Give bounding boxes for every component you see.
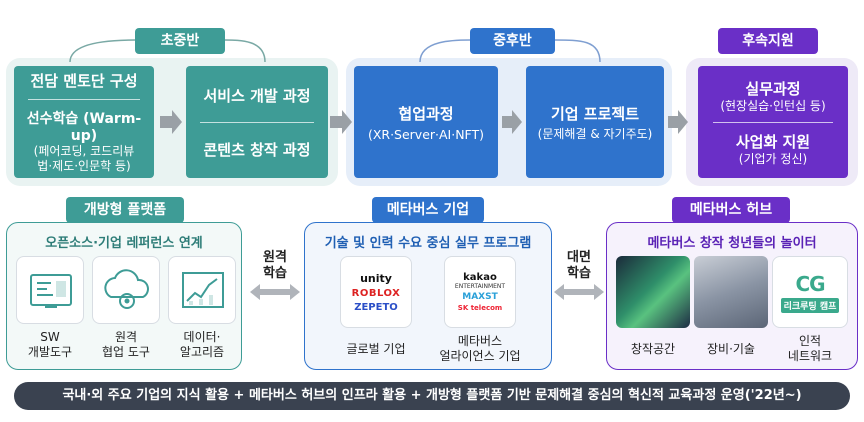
open-platform-subtitle: 오픈소스·기업 레퍼런스 연계 bbox=[45, 236, 203, 251]
course-divider bbox=[200, 121, 314, 123]
network-label-1: 인적 bbox=[798, 334, 822, 348]
sw-tools-icon bbox=[30, 274, 72, 308]
remote-card bbox=[92, 256, 160, 324]
stage-connector-lines bbox=[69, 39, 601, 63]
stage-label-early: 초중반 bbox=[135, 28, 225, 54]
arrow-early-1 bbox=[160, 110, 182, 134]
line-chart-icon bbox=[182, 272, 224, 308]
collab-title: 협업과정 bbox=[398, 104, 454, 123]
mentor-title: 전담 멘토단 구성 bbox=[30, 72, 138, 90]
alliance-label-1: 메타버스 bbox=[457, 334, 503, 348]
sw-card bbox=[16, 256, 84, 324]
metaverse-hub-subtitle: 메타버스 창작 청년들의 놀이터 bbox=[647, 236, 817, 251]
equipment-photo bbox=[694, 256, 768, 328]
creative-space-label: 창작공간 bbox=[630, 342, 676, 356]
kakao-logo: kakao bbox=[463, 272, 497, 283]
cg-logo-mark: CG bbox=[795, 271, 825, 296]
mentor-box: 전담 멘토단 구성 선수학습 (Warm-up) (페어코딩, 코드리뷰 법·제… bbox=[14, 66, 154, 178]
course-box: 서비스 개발 과정 콘텐츠 창작 과정 bbox=[186, 66, 328, 178]
sk-telecom-logo: SK telecom bbox=[457, 304, 503, 312]
early-connector bbox=[69, 39, 266, 63]
mentor-divider bbox=[28, 99, 140, 100]
kakao-ent-logo: ENTERTAINMENT bbox=[454, 283, 506, 290]
data-card bbox=[168, 256, 236, 324]
maxst-logo: MAXST bbox=[462, 292, 498, 302]
face-learning-line-2: 학습 bbox=[567, 266, 591, 281]
warmup-detail-1: (페어코딩, 코드리뷰 bbox=[33, 144, 135, 158]
alliance-label-2: 얼라이언스 기업 bbox=[439, 349, 521, 363]
service-course: 서비스 개발 과정 bbox=[203, 86, 311, 105]
recruiting-camp-text: 리크루팅 캠프 bbox=[780, 297, 840, 313]
stage-label-follow: 후속지원 bbox=[718, 28, 818, 54]
arrow-early-mid bbox=[330, 110, 352, 134]
remote-label-1: 원격 bbox=[114, 330, 138, 344]
arrow-mid-1 bbox=[502, 110, 522, 134]
equipment-label: 장비·기술 bbox=[707, 342, 755, 356]
face-learning-line-1: 대면 bbox=[567, 250, 591, 265]
double-arrow-icon-2 bbox=[554, 284, 604, 300]
practice-detail: (현장실습·인턴십 등) bbox=[720, 98, 826, 113]
alliance-logos-card: kakao ENTERTAINMENT MAXST SK telecom bbox=[444, 256, 516, 328]
sw-label-1: SW bbox=[40, 330, 60, 344]
remote-label-2: 협업 도구 bbox=[102, 345, 150, 359]
remote-learning-line-1: 원격 bbox=[263, 250, 287, 265]
biz-title: 사업화 지원 bbox=[735, 132, 811, 151]
warmup-detail-2: 법·제도·인문학 등) bbox=[37, 159, 131, 173]
summary-bar: 국내·외 주요 기업의 지식 활용 + 메타버스 허브의 인프라 활용 + 개방… bbox=[14, 382, 850, 410]
double-arrow-icon bbox=[250, 284, 300, 300]
remote-learning-line-2: 학습 bbox=[263, 266, 287, 281]
arrow-mid-follow bbox=[668, 110, 688, 134]
project-box: 기업 프로젝트 (문제해결 & 자기주도) bbox=[526, 66, 664, 178]
cloud-gear-icon bbox=[104, 269, 149, 309]
follow-divider bbox=[713, 121, 833, 123]
unity-logo: unity bbox=[360, 271, 392, 285]
roblox-logo: ROBLOX bbox=[351, 287, 401, 299]
data-label-1: 데이터· bbox=[183, 330, 221, 344]
project-title: 기업 프로젝트 bbox=[550, 104, 640, 123]
open-platform-label: 개방형 플랫폼 bbox=[66, 197, 184, 223]
metaverse-hub-label: 메타버스 허브 bbox=[672, 197, 790, 223]
data-label-2: 알고리즘 bbox=[179, 345, 225, 359]
sw-label-2: 개발도구 bbox=[27, 345, 73, 359]
stage-label-mid: 중후반 bbox=[470, 28, 555, 54]
follow-box: 실무과정 (현장실습·인턴십 등) 사업화 지원 (기업가 정신) bbox=[698, 66, 848, 178]
metaverse-company-subtitle: 기술 및 인력 수요 중심 실무 프로그램 bbox=[324, 236, 532, 251]
content-course: 콘텐츠 창작 과정 bbox=[203, 140, 311, 159]
practice-title: 실무과정 bbox=[745, 79, 801, 98]
mid-connector bbox=[419, 39, 601, 63]
warmup-title: 선수학습 (Warm-up) bbox=[26, 111, 142, 144]
zepeto-logo: ZEPETO bbox=[354, 301, 398, 313]
collab-box: 협업과정 (XR·Server·AI·NFT) bbox=[354, 66, 498, 178]
recruiting-camp-logo-card: CG 리크루팅 캠프 bbox=[772, 256, 848, 328]
biz-detail: (기업가 정신) bbox=[738, 151, 808, 166]
global-label: 글로벌 기업 bbox=[346, 342, 406, 356]
creative-space-photo bbox=[616, 256, 690, 328]
network-label-2: 네트워크 bbox=[787, 349, 833, 363]
metaverse-company-label: 메타버스 기업 bbox=[372, 197, 484, 223]
collab-detail: (XR·Server·AI·NFT) bbox=[367, 126, 485, 142]
project-detail: (문제해결 & 자기주도) bbox=[537, 126, 653, 141]
global-logos-card: unity ROBLOX ZEPETO bbox=[340, 256, 412, 328]
